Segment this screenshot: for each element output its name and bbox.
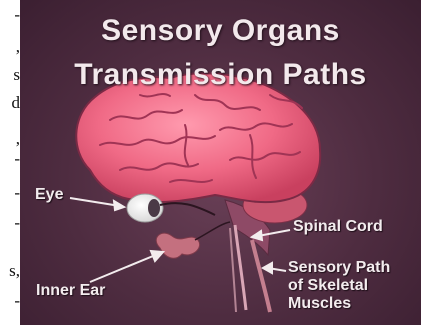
- label-spinal-cord: Spinal Cord: [293, 218, 383, 236]
- inner-ear: [156, 233, 199, 258]
- diagram-panel: Sensory Organs Transmission Paths Eye Sp…: [20, 0, 421, 325]
- diagram-subtitle: Transmission Paths: [20, 58, 421, 92]
- margin-fragment: d: [12, 94, 21, 111]
- label-sensory-path-line3: Muscles: [288, 295, 418, 313]
- margin-fragment: s: [13, 66, 20, 83]
- label-sensory-path-line2: of Skeletal: [288, 277, 418, 295]
- label-eye: Eye: [35, 186, 63, 204]
- diagram-title: Sensory Organs: [20, 14, 421, 48]
- label-sensory-path-line1: Sensory Path: [288, 259, 418, 277]
- label-sensory-path: Sensory Path of Skeletal Muscles: [288, 259, 418, 313]
- spinal-cord: [235, 225, 246, 310]
- margin-fragment: s,: [9, 262, 20, 279]
- page-margin-text: - , s d , - - - s, -: [0, 0, 20, 325]
- label-inner-ear: Inner Ear: [36, 282, 105, 300]
